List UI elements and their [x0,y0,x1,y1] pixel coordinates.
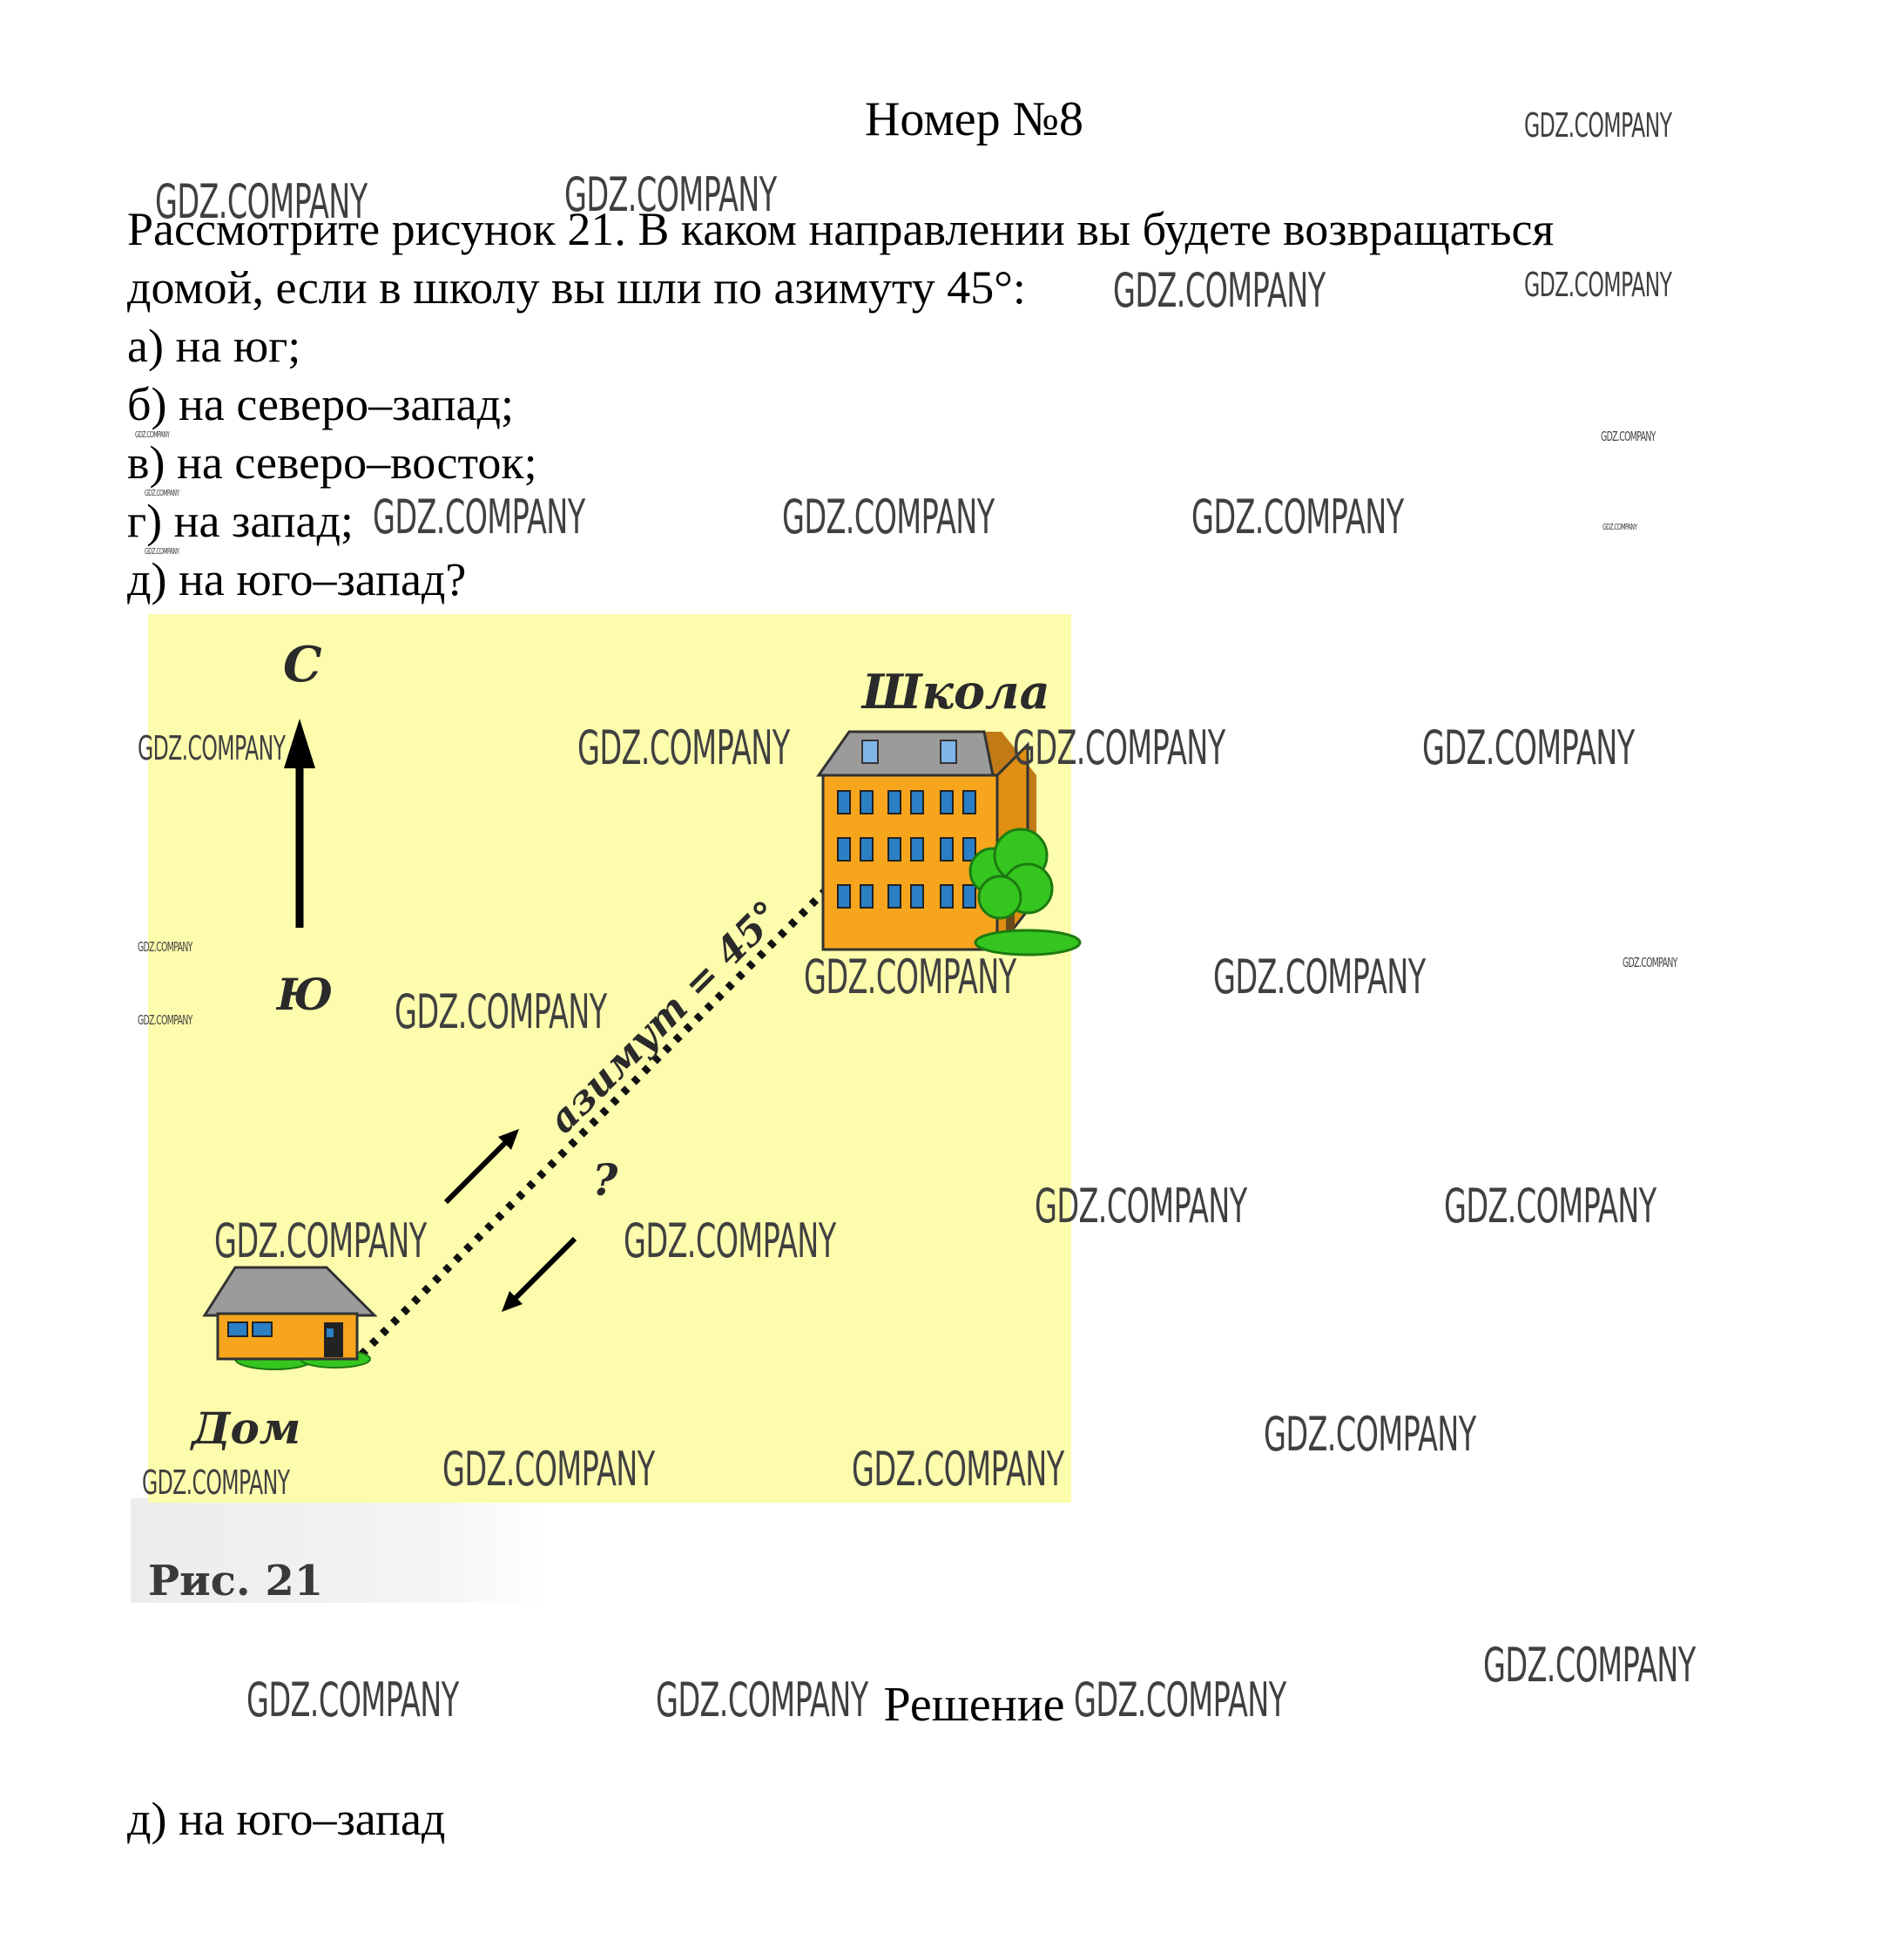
watermark: GDZ.COMPANY [1524,106,1672,145]
north-label: С [283,636,322,693]
watermark: GDZ.COMPANY [1422,720,1635,775]
figure-21: С Ю Школа Дом азимут = 45° ? Рис. 21 [131,610,1097,1633]
watermark: GDZ.COMPANY [395,984,607,1039]
watermark: GDZ.COMPANY [155,174,368,229]
watermark: GDZ.COMPANY [1601,429,1656,444]
home-label: Дом [192,1402,301,1454]
page-title: Номер №8 [864,92,1084,146]
option-a: а) на юг; [127,320,301,372]
watermark: GDZ.COMPANY [138,1012,192,1028]
watermark: GDZ.COMPANY [852,1442,1064,1497]
watermark: GDZ.COMPANY [1264,1407,1476,1462]
arrow-to-school-icon [443,1129,519,1205]
watermark: GDZ.COMPANY [145,547,179,557]
home-icon [202,1266,378,1370]
watermark: GDZ.COMPANY [1444,1179,1656,1233]
watermark: GDZ.COMPANY [1213,950,1426,1004]
question-mark: ? [592,1154,618,1206]
watermark: GDZ.COMPANY [142,1463,290,1502]
option-b: б) на северо–запад; [127,378,514,430]
solution-title: Решение [883,1678,1065,1732]
watermark: GDZ.COMPANY [442,1442,655,1497]
watermark: GDZ.COMPANY [1602,523,1637,532]
watermark: GDZ.COMPANY [564,167,777,222]
watermark: GDZ.COMPANY [1013,720,1225,775]
watermark: GDZ.COMPANY [214,1213,427,1268]
watermark: GDZ.COMPANY [782,490,995,544]
south-label: Ю [277,969,334,1020]
question-line: Рассмотрите рисунок 21. В каком направле… [127,203,1555,255]
answer-text: д) на юго–запад [127,1793,446,1845]
school-icon [816,730,1036,954]
watermark: GDZ.COMPANY [1191,490,1404,544]
watermark: GDZ.COMPANY [624,1213,836,1268]
route-dotted-line [358,885,831,1358]
tree-icon [968,828,1082,956]
figure-caption-area [131,1498,549,1603]
option-d: г) на запад; [127,495,354,547]
watermark: GDZ.COMPANY [373,490,585,544]
question-line: домой, если в школу вы шли по азимуту 45… [127,261,1026,314]
watermark: GDZ.COMPANY [135,430,170,440]
watermark: GDZ.COMPANY [1623,955,1677,970]
watermark: GDZ.COMPANY [577,720,790,775]
watermark: GDZ.COMPANY [246,1673,459,1727]
watermark: GDZ.COMPANY [138,729,286,767]
school-label: Школа [862,664,1050,720]
watermark: GDZ.COMPANY [1524,266,1672,304]
watermark: GDZ.COMPANY [656,1673,868,1727]
watermark: GDZ.COMPANY [804,950,1016,1004]
option-c: в) на северо–восток; [127,436,537,489]
question-text: Рассмотрите рисунок 21. В каком направле… [127,200,1782,609]
watermark: GDZ.COMPANY [138,939,192,955]
option-e: д) на юго–запад? [127,553,467,605]
north-arrow-icon [284,719,315,928]
watermark: GDZ.COMPANY [145,489,179,498]
watermark: GDZ.COMPANY [1035,1179,1247,1233]
watermark: GDZ.COMPANY [1113,263,1326,318]
map-illustration [202,719,1082,1370]
watermark: GDZ.COMPANY [1483,1638,1696,1693]
arrow-to-home-icon [502,1236,577,1312]
figure-caption: Рис. 21 [148,1557,324,1605]
watermark: GDZ.COMPANY [1074,1673,1286,1727]
